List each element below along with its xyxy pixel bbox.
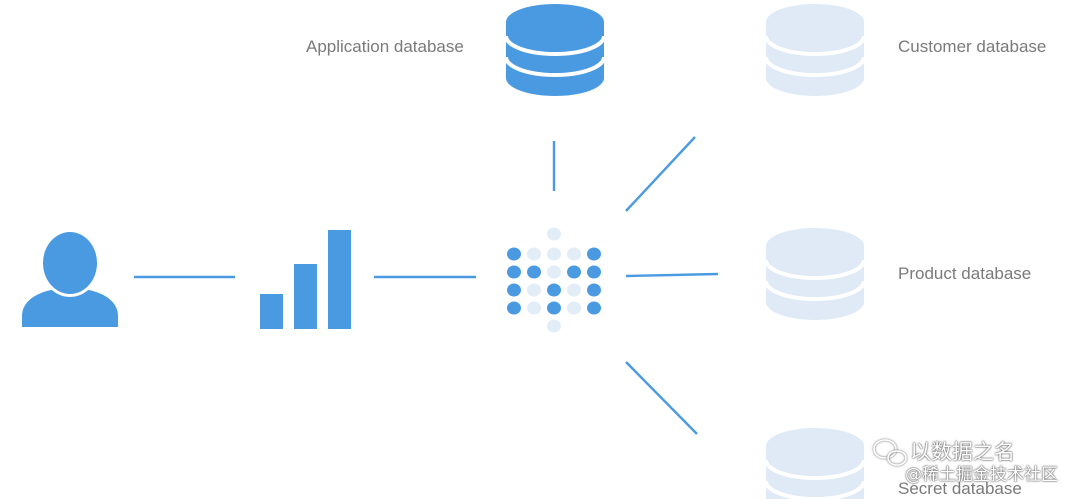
connector-hub-secret [625, 361, 698, 435]
watermark-title: 以数据之名 [910, 440, 1015, 464]
hub-dot [527, 283, 541, 297]
hub-dot [567, 301, 581, 315]
hub-dot [587, 301, 601, 315]
bar-chart-bar-3 [328, 230, 351, 329]
customer-database-label: Customer database [898, 37, 1047, 56]
hub-dot [587, 283, 601, 297]
user-icon [22, 229, 118, 327]
hub-dot [547, 319, 561, 333]
customer-database-icon [764, 4, 866, 96]
secret-database-icon [764, 428, 866, 499]
watermark-source: @稀土掘金技术社区 [905, 465, 1058, 485]
hub-dot [527, 301, 541, 315]
bar-chart-icon [260, 230, 351, 329]
hub-dot [527, 265, 541, 279]
hub-dot [527, 247, 541, 261]
hub-dot [547, 227, 561, 241]
hub-dot [547, 283, 561, 297]
connector-hub-customer [625, 136, 696, 212]
product-database-label: Product database [898, 264, 1032, 283]
hub-dot [507, 247, 521, 261]
secret-database-label: Secret database [898, 479, 1022, 498]
hub-dot [587, 265, 601, 279]
application-database-icon [504, 4, 606, 96]
hub-dot [587, 247, 601, 261]
hub-dot [507, 301, 521, 315]
hub-dot [567, 247, 581, 261]
hub-dot [507, 283, 521, 297]
hub-dot [547, 301, 561, 315]
wechat-icon [873, 439, 907, 466]
bar-chart-bar-2 [294, 264, 317, 329]
hub-dot [547, 265, 561, 279]
hub-dot [567, 265, 581, 279]
connector-lines [134, 136, 719, 435]
bar-chart-bar-1 [260, 294, 283, 329]
connector-hub-product [625, 272, 719, 278]
application-database-label: Application database [306, 37, 464, 56]
dot-grid-hub-icon [507, 227, 601, 333]
hub-dot [547, 247, 561, 261]
product-database-icon [764, 228, 866, 320]
hub-dot [567, 283, 581, 297]
hub-dot [507, 265, 521, 279]
